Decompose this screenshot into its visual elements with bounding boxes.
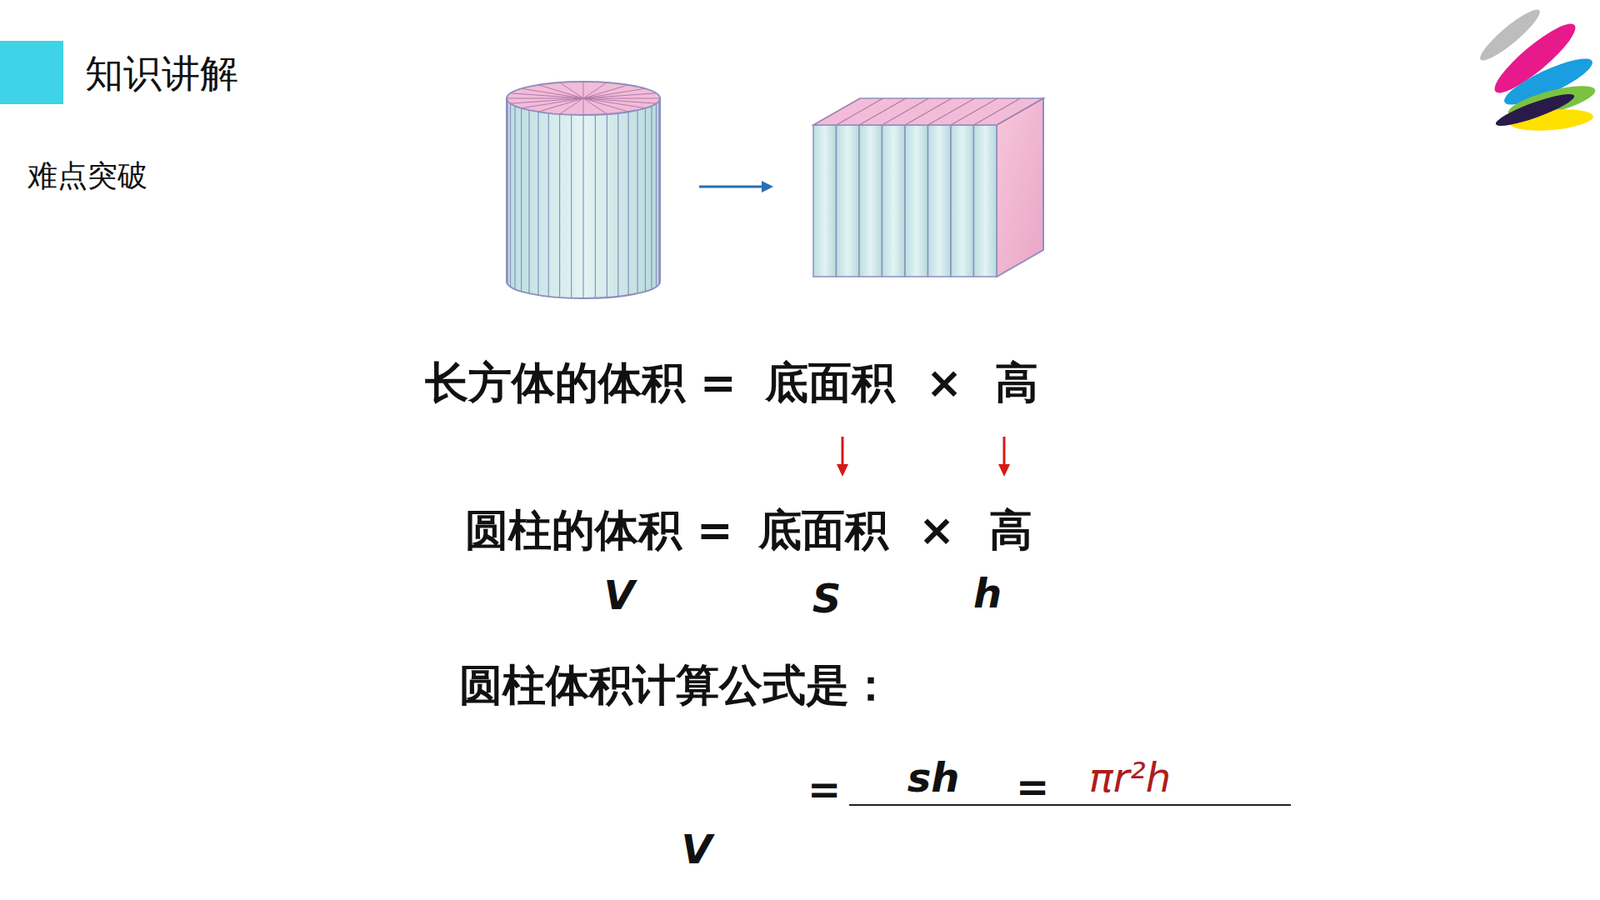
section-heading: 难点突破 — [27, 159, 148, 193]
variable-symbol: sh — [907, 755, 960, 800]
header-square — [0, 40, 64, 105]
transform-arrow — [699, 180, 774, 193]
formula-text: 长方体的体积 = — [425, 359, 737, 407]
operator: × — [925, 359, 963, 407]
answer-text: πr²h — [1089, 755, 1171, 800]
equals-sign: = — [807, 767, 841, 812]
variable-symbol: S — [812, 576, 842, 621]
formula-text: 底面积 — [765, 359, 895, 407]
formula-text: 高 — [995, 359, 1039, 407]
formula-text: 底面积 — [758, 506, 889, 555]
variable-symbol: V — [603, 573, 635, 618]
operator: × — [918, 506, 955, 555]
equals-sign: = — [1015, 765, 1050, 810]
variable-symbol: h — [973, 571, 1002, 616]
formula-text: 圆柱的体积 = — [465, 506, 734, 555]
page-title: 知识讲解 — [85, 52, 239, 95]
logo — [1475, 4, 1598, 135]
formula-text: 圆柱体积计算公式是： — [459, 661, 893, 710]
prism-figure — [813, 98, 1044, 277]
answer-line — [849, 804, 1291, 806]
variable-symbol: V — [680, 827, 712, 872]
cylinder-figure — [506, 81, 660, 299]
red-arrow — [836, 436, 1010, 477]
formula-text: 高 — [989, 506, 1033, 555]
